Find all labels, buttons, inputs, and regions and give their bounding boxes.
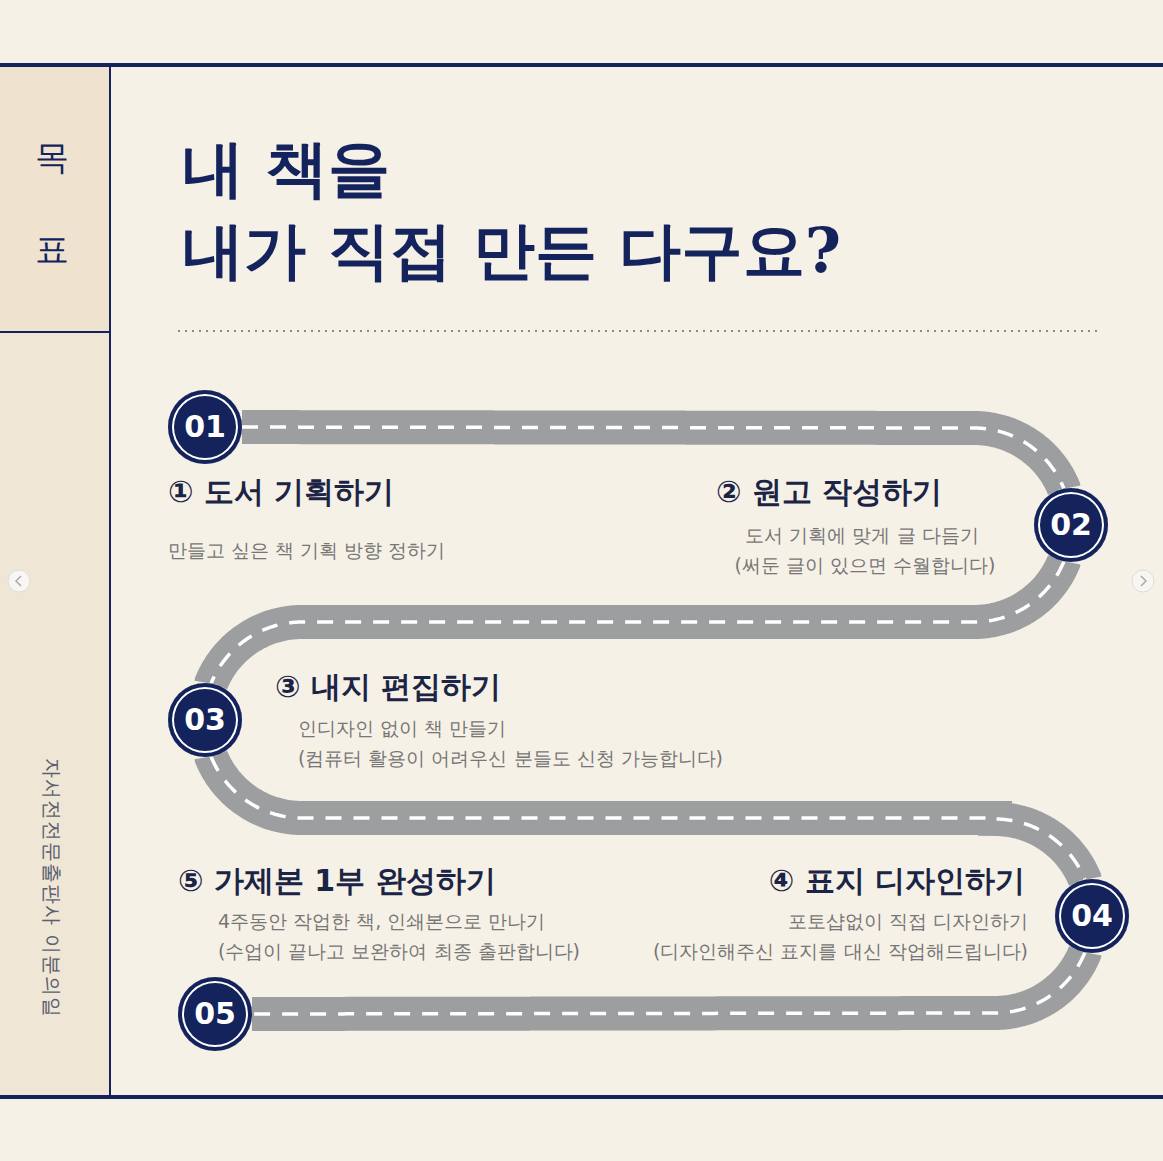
title-spacer — [452, 128, 942, 208]
nav-left — [8, 570, 30, 592]
step-note: (써둔 글이 있으면 수월합니다) — [735, 553, 996, 578]
title: 내 책을 내가 직접 만든 다구요? — [182, 132, 841, 287]
step-heading: ④ 표지 디자인하기 — [769, 861, 1025, 900]
step-heading: ③ 내지 편집하기 — [275, 667, 501, 706]
step-heading: ⑤ 가제본 1부 완성하기 — [178, 861, 496, 900]
step-number: 05 — [194, 999, 236, 1029]
road-dashes — [211, 561, 1064, 683]
step-number: 02 — [1050, 510, 1092, 540]
road-dashes — [211, 756, 1085, 879]
nav-right — [1132, 570, 1154, 592]
top-rule — [0, 63, 1163, 67]
step-description: 포토샵없이 직접 디자인하기 — [788, 909, 1028, 934]
road-connector — [211, 756, 1085, 879]
goal-rule — [0, 331, 110, 333]
step-number: 01 — [184, 412, 226, 442]
step-note: (수업이 끝나고 보완하여 최종 출판합니다) — [218, 939, 580, 964]
step-heading: ① 도서 기획하기 — [168, 472, 394, 511]
step-description: 도서 기획에 맞게 글 다듬기 — [745, 523, 978, 548]
road-connector — [211, 561, 1064, 683]
step-circle: 01 — [168, 390, 242, 464]
step-circle: 02 — [1034, 488, 1108, 562]
goal-box — [0, 66, 110, 332]
step-description: 인디자인 없이 책 만들기 — [298, 716, 506, 741]
side-panel — [0, 66, 110, 1096]
dotted-rule — [178, 330, 1100, 332]
step-circle: 03 — [168, 683, 242, 757]
side-rule — [109, 65, 111, 1097]
step-number: 04 — [1071, 901, 1113, 931]
step-number: 03 — [184, 705, 226, 735]
title-block: 내 책을 내가 직접 만든 다구요? — [182, 128, 942, 292]
step-description: 만들고 싶은 책 기획 방향 정하기 — [168, 538, 445, 563]
road-surface — [211, 756, 1085, 879]
step-heading: ② 원고 작성하기 — [716, 472, 942, 511]
step-circle: 04 — [1055, 879, 1129, 953]
step-description: 4주동안 작업한 책, 인쇄본으로 만나기 — [218, 909, 545, 934]
bottom-rule — [0, 1095, 1163, 1099]
step-note: (컴퓨터 활용이 어려우신 분들도 신청 가능합니다) — [298, 746, 723, 771]
road-surface — [211, 561, 1064, 683]
publisher-name: 자서전전문출판사 이분의일 — [39, 758, 65, 1017]
section-label: 목표 — [35, 112, 69, 296]
step-note: (디자인해주신 표지를 대신 작업해드립니다) — [653, 939, 1028, 964]
step-circle: 05 — [178, 977, 252, 1051]
